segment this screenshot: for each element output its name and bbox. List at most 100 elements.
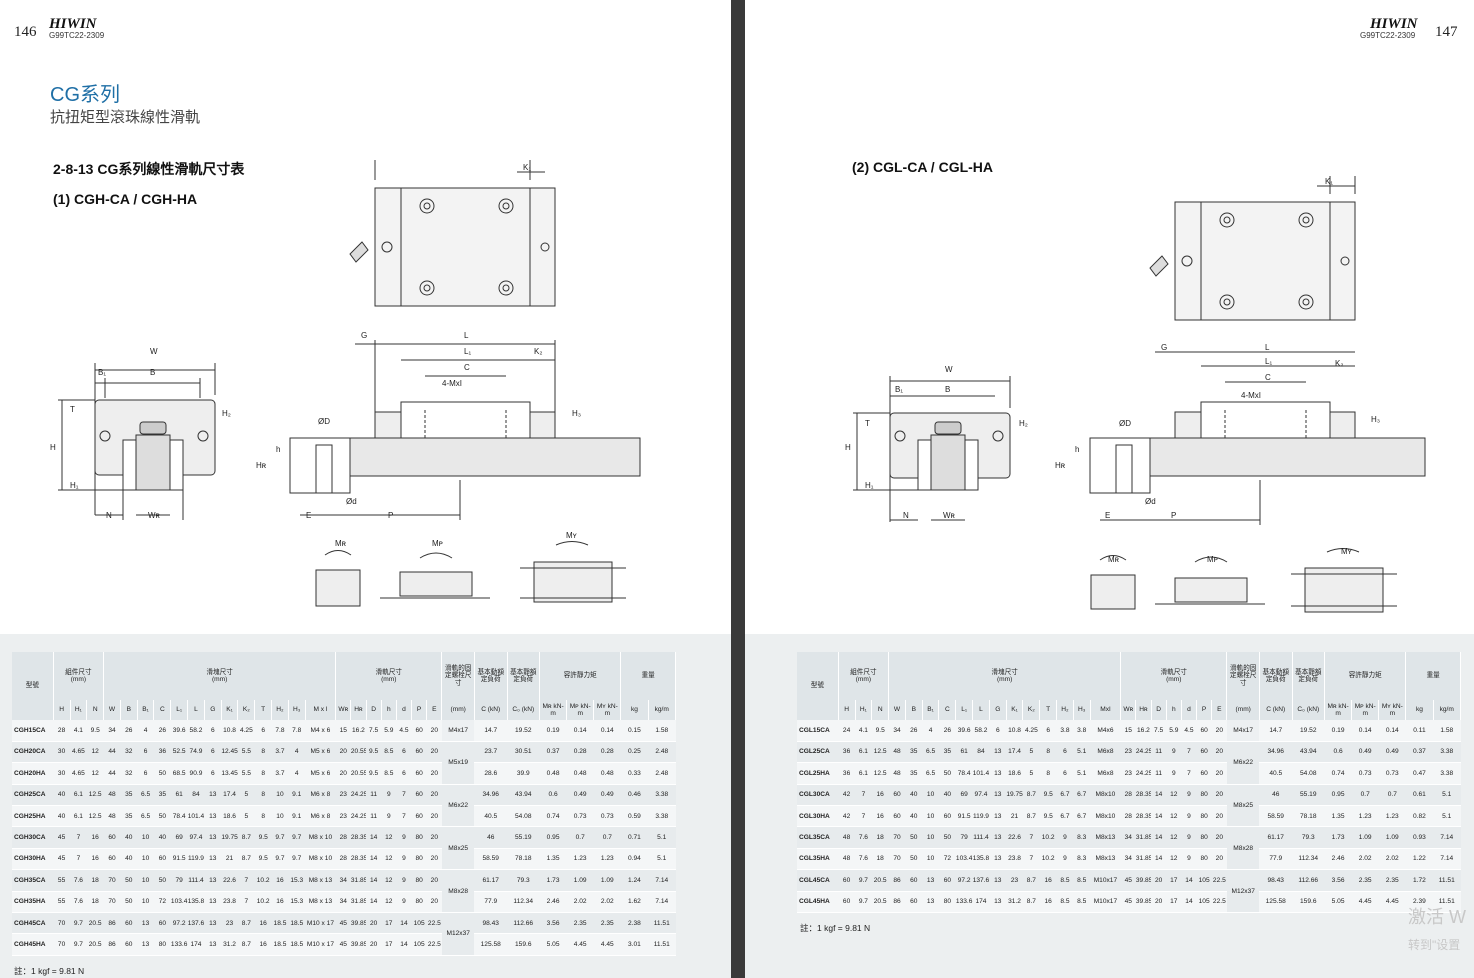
- table-cell: 80: [411, 869, 427, 892]
- series-title: CG系列: [50, 84, 120, 106]
- table-cell: 5.1: [648, 848, 676, 871]
- table-cell: 9.5: [254, 826, 272, 849]
- table-cell: 8.5: [1056, 869, 1074, 892]
- table-cell: 61: [170, 784, 188, 807]
- table-cell: 14: [366, 869, 382, 892]
- table-cell: 4.5: [1181, 720, 1197, 742]
- table-cell: 174: [187, 933, 205, 956]
- table-cell: 11.51: [1433, 869, 1461, 892]
- table-cell: 16: [1039, 869, 1057, 892]
- subheader-cell: C₀ (kN): [507, 700, 541, 720]
- table-cell: 20: [1151, 869, 1167, 892]
- model-cell: CGL35HA: [797, 848, 839, 871]
- table-cell: 17.4: [221, 784, 238, 807]
- table-cell: 19.75: [1006, 784, 1023, 807]
- table-cell: 32: [120, 762, 138, 785]
- table-cell: 23.7: [474, 741, 507, 764]
- table-cell: 9.5: [366, 762, 382, 785]
- col-moment: 容許靜力矩: [539, 652, 622, 700]
- bolt-size-cell: M12x37: [441, 912, 475, 956]
- table-cell: 40: [120, 826, 138, 849]
- label-d: ØD: [1119, 419, 1131, 428]
- table-cell: 10.2: [254, 869, 272, 892]
- table-cell: 18.5: [288, 912, 306, 935]
- table-cell: 20.5: [871, 869, 889, 892]
- table-cell: 133.6: [170, 933, 188, 956]
- table-cell: 10: [137, 891, 154, 914]
- table-cell: 18.5: [288, 933, 306, 956]
- table-cell: 8.7: [1022, 891, 1040, 914]
- table-cell: 20: [1211, 741, 1227, 764]
- table-cell: 31.85: [1135, 826, 1152, 849]
- table-cell: 9.5: [1039, 784, 1057, 807]
- model-cell: CGH20HA: [12, 762, 54, 785]
- table-cell: 20: [335, 762, 351, 785]
- table-cell: 7: [1022, 848, 1040, 871]
- table-cell: 6.1: [855, 762, 872, 785]
- table-cell: 13: [204, 869, 222, 892]
- table-cell: 8: [254, 805, 272, 828]
- table-cell: 9: [1181, 805, 1197, 828]
- table-cell: 72: [938, 848, 956, 871]
- subheader-cell: (mm): [1226, 700, 1260, 720]
- table-cell: 12.5: [871, 741, 889, 764]
- table-cell: 0.73: [593, 805, 621, 828]
- table-cell: 26: [905, 720, 923, 742]
- table-cell: 0.28: [566, 741, 594, 764]
- table-cell: 0.48: [539, 762, 567, 785]
- table-cell: M8x13: [1090, 848, 1121, 871]
- table-cell: M8 x 13: [305, 891, 336, 914]
- table-cell: 8.7: [1022, 805, 1040, 828]
- table-cell: 133.6: [955, 891, 973, 914]
- table-cell: 6.7: [1056, 805, 1074, 828]
- table-cell: 13: [204, 912, 222, 935]
- model-cell: CGL30CA: [797, 784, 839, 807]
- table-cell: 40: [905, 805, 923, 828]
- col-bolt-rail: 滑軌的固定螺栓尺寸: [441, 652, 475, 700]
- table-cell: 0.61: [1405, 784, 1433, 807]
- bolt-size-cell: M4x17: [1226, 720, 1260, 742]
- table-cell: 0.74: [539, 805, 567, 828]
- table-cell: 0.49: [1351, 741, 1379, 764]
- table-cell: 8.7: [237, 848, 255, 871]
- label-w: W: [150, 347, 158, 356]
- table-cell: 12: [1166, 848, 1182, 871]
- col-rail: 滑軌尺寸(mm): [1120, 652, 1228, 700]
- table-cell: 20: [426, 891, 442, 914]
- table-cell: 7: [70, 848, 87, 871]
- table-cell: 22.6: [1006, 826, 1023, 849]
- subheader-cell: B₁: [137, 700, 155, 720]
- table-cell: 28.35: [1135, 784, 1152, 807]
- table-cell: 112.66: [1292, 869, 1325, 892]
- subheader-cell: Mʀ kN-m: [539, 700, 568, 720]
- table-cell: 20: [426, 762, 442, 785]
- table-cell: 80: [153, 933, 171, 956]
- table-cell: 1.09: [1378, 826, 1406, 849]
- table-cell: 12: [1166, 805, 1182, 828]
- table-cell: 10: [922, 826, 939, 849]
- table-cell: 8.7: [237, 933, 255, 956]
- table-cell: 103.4: [955, 848, 973, 871]
- label-wr: Wʀ: [148, 511, 161, 520]
- subheader-cell: P: [411, 700, 428, 720]
- table-cell: 13: [922, 891, 939, 914]
- table-cell: 135.8: [972, 848, 990, 871]
- table-cell: 8.7: [237, 826, 255, 849]
- label-h: H: [845, 443, 851, 452]
- table-cell: 10: [271, 805, 289, 828]
- table-cell: 18.6: [1006, 762, 1023, 785]
- table-cell: 60: [888, 805, 906, 828]
- table-cell: 9.7: [271, 848, 289, 871]
- table-cell: 15.3: [288, 891, 306, 914]
- table-cell: 70: [888, 848, 906, 871]
- table-cell: 13: [204, 933, 222, 956]
- table-cell: 50: [905, 848, 923, 871]
- col-model: 型號: [12, 652, 54, 720]
- table-cell: 6.5: [137, 784, 154, 807]
- table-cell: 112.34: [507, 891, 540, 914]
- table-cell: 23.8: [1006, 848, 1023, 871]
- table-cell: 4.45: [593, 933, 621, 956]
- table-cell: 14: [1151, 848, 1167, 871]
